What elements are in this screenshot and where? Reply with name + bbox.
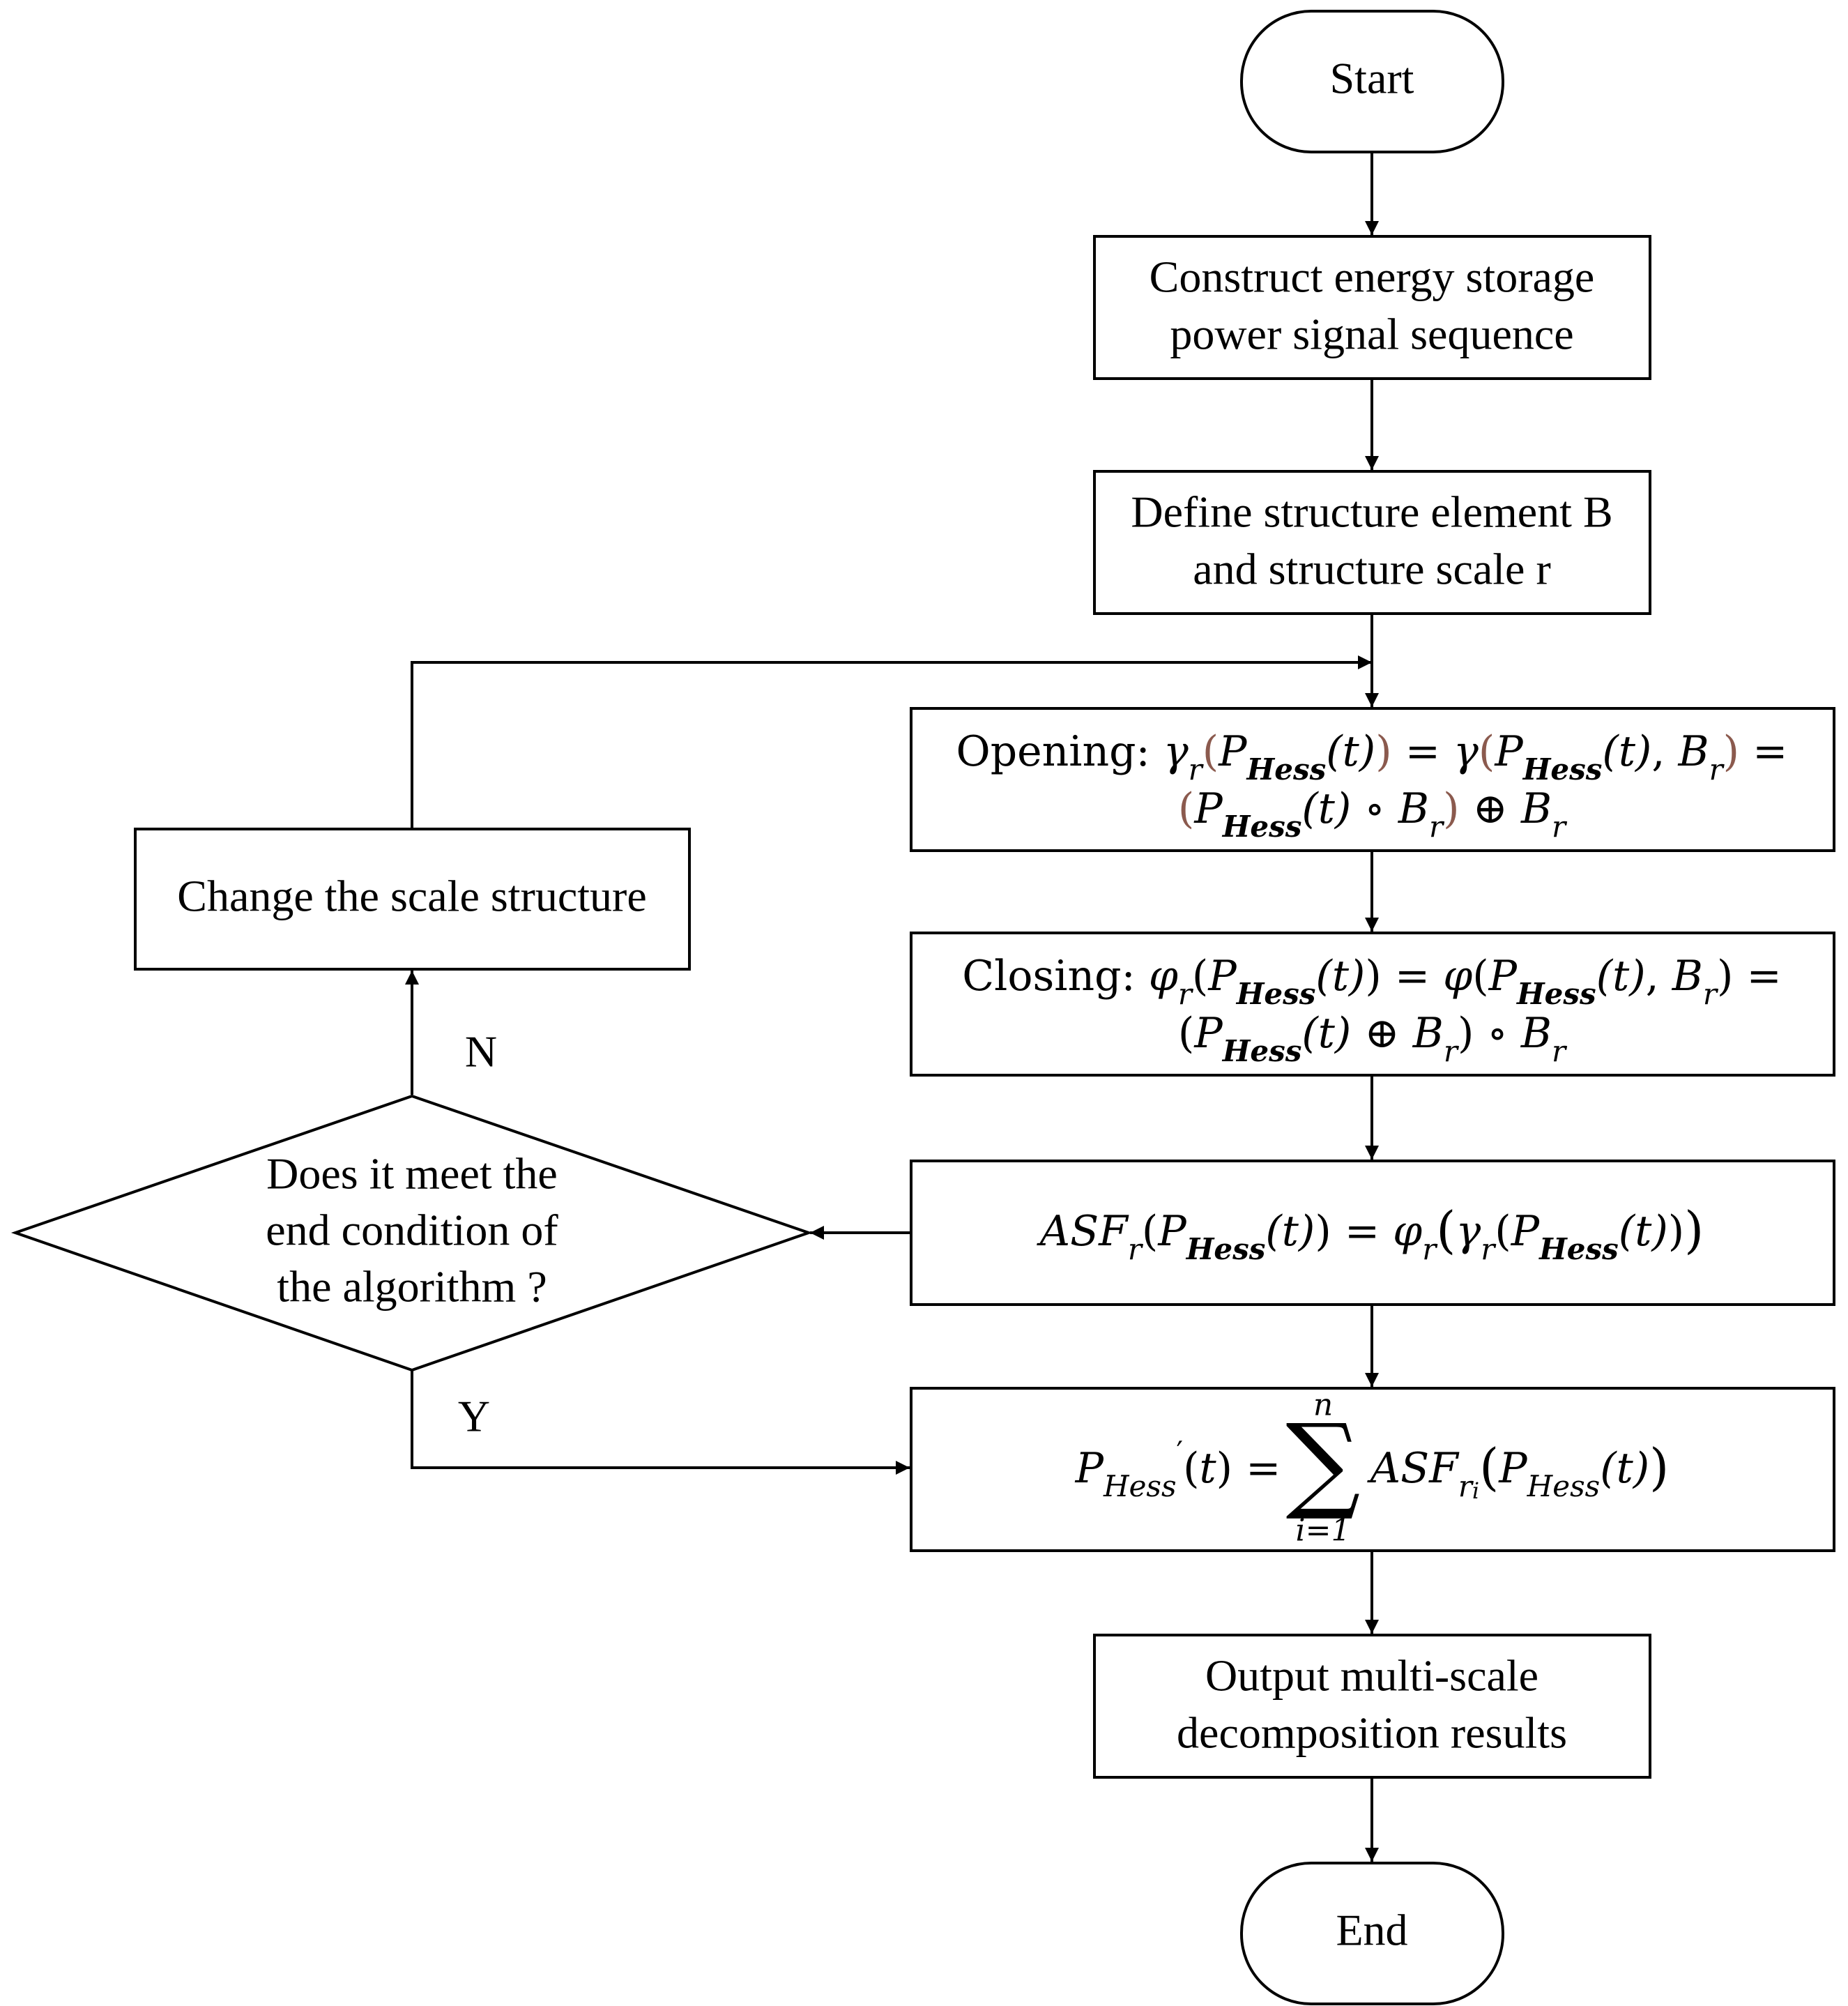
define-label-line1: Define structure element B <box>1131 487 1612 537</box>
decision-node: Does it meet the end condition of the al… <box>10 1094 814 1372</box>
start-node: Start <box>1240 10 1504 153</box>
asf-formula: ASFr(PHess(t)) = φr(γr(PHess(t))) <box>1037 1201 1704 1266</box>
end-node: End <box>1240 1862 1504 2005</box>
construct-node: Construct energy storage power signal se… <box>1093 235 1651 380</box>
edge-label-yes: Y <box>458 1392 490 1441</box>
output-node: Output multi-scale decomposition results <box>1093 1634 1651 1779</box>
edges <box>405 152 1379 1862</box>
sum-lower-limit: i=1 <box>1296 1513 1351 1549</box>
edge-decision-yes-to-sum <box>411 1370 910 1475</box>
closing-formula-line2: (PHess(t) ⊕ Br) ∘ Br <box>1178 1009 1568 1068</box>
sum-node: PHess′(t) = ∑ n i=1 ASFri(PHess(t)) <box>910 1387 1835 1552</box>
change-label: Change the scale structure <box>177 872 647 921</box>
opening-formula-line2: (PHess(t) ∘ Br) ⊕ Br <box>1178 784 1568 844</box>
decision-label-line3: the algorithm ? <box>277 1262 547 1312</box>
sum-upper-limit: n <box>1313 1388 1333 1423</box>
asf-node: ASFr(PHess(t)) = φr(γr(PHess(t))) <box>910 1160 1835 1306</box>
start-label: Start <box>1330 54 1414 103</box>
define-node: Define structure element B and structure… <box>1093 470 1651 615</box>
decision-label-line1: Does it meet the <box>266 1149 558 1199</box>
opening-formula-line1: Opening: γr(PHess(t)) = γ(PHess(t), Br) … <box>956 727 1788 787</box>
define-label-line2: and structure scale r <box>1193 545 1551 594</box>
end-label: End <box>1336 1906 1407 1955</box>
summation-symbol: ∑ <box>1285 1402 1360 1524</box>
output-label-line2: decomposition results <box>1177 1708 1567 1758</box>
construct-label-line1: Construct energy storage <box>1150 252 1595 302</box>
decision-label-line2: end condition of <box>266 1206 558 1255</box>
sum-term: ASFri(PHess(t)) <box>1367 1438 1669 1504</box>
change-node: Change the scale structure <box>134 828 691 971</box>
closing-formula-line1: Closing: φr(PHess(t)) = φ(PHess(t), Br) … <box>962 952 1781 1011</box>
output-label-line1: Output multi-scale <box>1205 1651 1538 1701</box>
edge-label-no: N <box>465 1027 497 1077</box>
closing-node: Closing: φr(PHess(t)) = φ(PHess(t), Br) … <box>910 932 1835 1077</box>
opening-node: Opening: γr(PHess(t)) = γ(PHess(t), Br) … <box>910 707 1835 852</box>
edge-change-loop-back <box>411 655 1372 828</box>
sum-lhs: PHess′(t) = <box>1075 1435 1281 1503</box>
construct-label-line2: power signal sequence <box>1170 310 1573 359</box>
